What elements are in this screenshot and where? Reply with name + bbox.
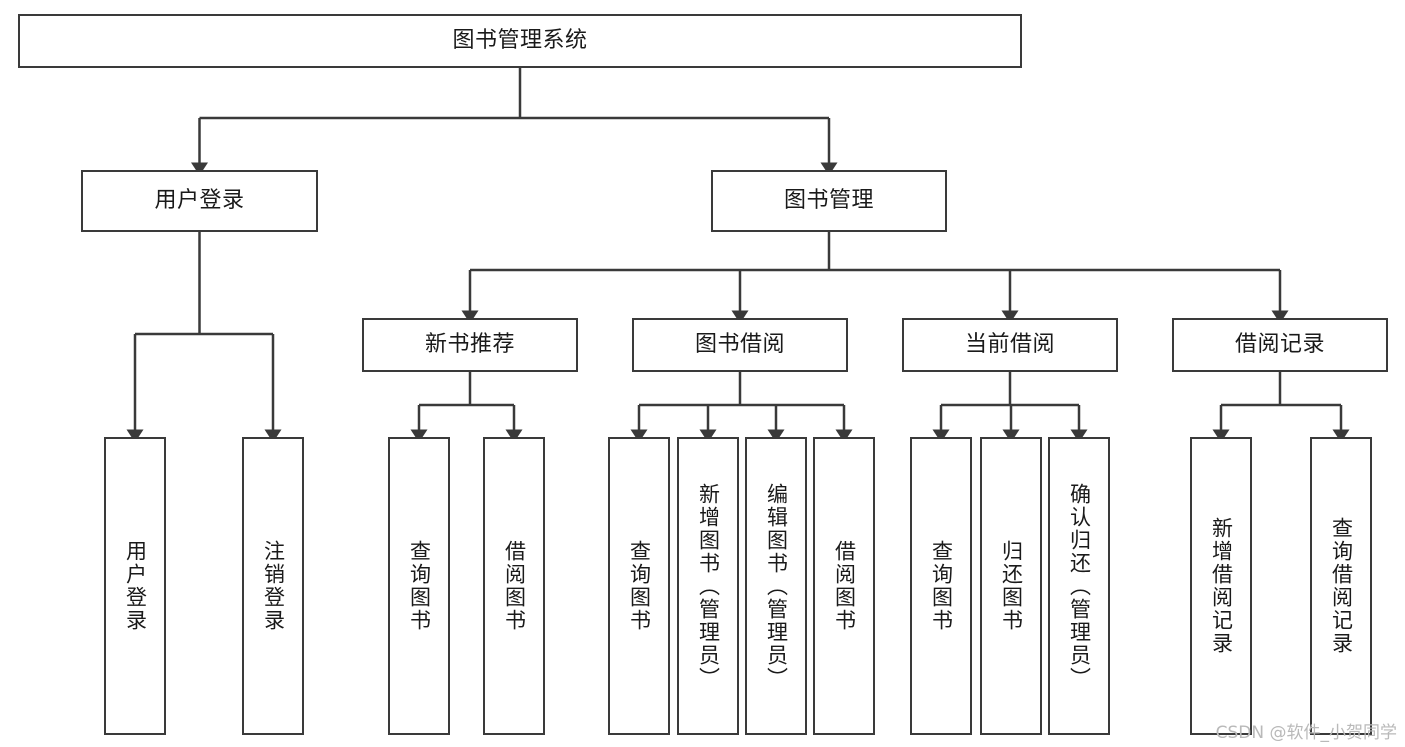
node-leaf-new-2[interactable]: 借阅图书 — [483, 437, 545, 735]
node-bookmgmt[interactable]: 图书管理 — [711, 170, 947, 232]
node-label-leaf-cur-3: 确认归还（管理员） — [1067, 482, 1092, 690]
node-leaf-new-1[interactable]: 查询图书 — [388, 437, 450, 735]
node-label-leaf-login-2: 注销登录 — [261, 540, 286, 632]
node-label-leaf-cur-2: 归还图书 — [999, 540, 1024, 632]
node-leaf-cur-1[interactable]: 查询图书 — [910, 437, 972, 735]
node-leaf-rec-1[interactable]: 新增借阅记录 — [1190, 437, 1252, 735]
node-label-leaf-login-1: 用户登录 — [123, 540, 148, 632]
node-label-records: 借阅记录 — [1234, 331, 1325, 357]
node-label-leaf-new-1: 查询图书 — [407, 540, 432, 632]
node-leaf-borrow-4[interactable]: 借阅图书 — [813, 437, 875, 735]
node-label-borrow: 图书借阅 — [694, 331, 785, 357]
node-label-root: 图书管理系统 — [452, 27, 588, 53]
node-label-leaf-borrow-2: 新增图书（管理员） — [696, 482, 721, 690]
node-leaf-login-2[interactable]: 注销登录 — [242, 437, 304, 735]
node-label-login: 用户登录 — [154, 187, 245, 213]
watermark-label: CSDN @软件_小贺同学 — [1215, 723, 1397, 743]
node-leaf-cur-3[interactable]: 确认归还（管理员） — [1048, 437, 1110, 735]
node-label-leaf-rec-2: 查询借阅记录 — [1329, 517, 1354, 655]
node-label-leaf-borrow-4: 借阅图书 — [832, 540, 857, 632]
node-label-leaf-borrow-1: 查询图书 — [627, 540, 652, 632]
node-leaf-borrow-3[interactable]: 编辑图书（管理员） — [745, 437, 807, 735]
connector-lines — [126, 68, 1350, 443]
node-label-bookmgmt: 图书管理 — [783, 187, 874, 213]
node-label-leaf-new-2: 借阅图书 — [502, 540, 527, 632]
node-records[interactable]: 借阅记录 — [1172, 318, 1388, 372]
node-current[interactable]: 当前借阅 — [902, 318, 1118, 372]
node-label-leaf-cur-1: 查询图书 — [929, 540, 954, 632]
node-login[interactable]: 用户登录 — [81, 170, 318, 232]
node-leaf-borrow-1[interactable]: 查询图书 — [608, 437, 670, 735]
node-label-current: 当前借阅 — [964, 331, 1055, 357]
node-label-leaf-rec-1: 新增借阅记录 — [1209, 517, 1234, 655]
node-leaf-cur-2[interactable]: 归还图书 — [980, 437, 1042, 735]
node-label-newbook: 新书推荐 — [424, 331, 515, 357]
node-leaf-login-1[interactable]: 用户登录 — [104, 437, 166, 735]
node-label-leaf-borrow-3: 编辑图书（管理员） — [764, 482, 789, 690]
node-newbook[interactable]: 新书推荐 — [362, 318, 578, 372]
node-root[interactable]: 图书管理系统 — [18, 14, 1022, 68]
node-leaf-rec-2[interactable]: 查询借阅记录 — [1310, 437, 1372, 735]
node-borrow[interactable]: 图书借阅 — [632, 318, 848, 372]
node-leaf-borrow-2[interactable]: 新增图书（管理员） — [677, 437, 739, 735]
